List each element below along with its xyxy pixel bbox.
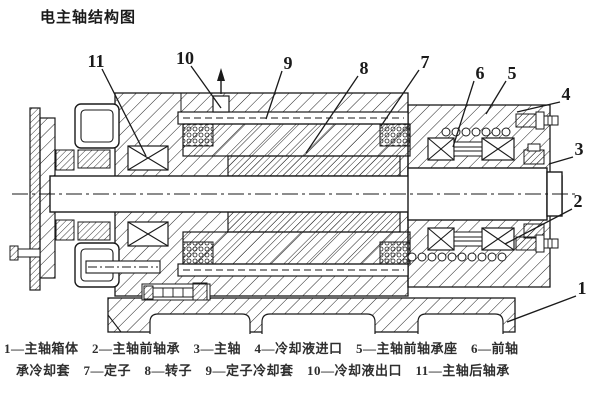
stator-winding bbox=[379, 123, 411, 147]
spacer-ring-lower bbox=[77, 221, 111, 241]
callout-number-11: 11 bbox=[87, 51, 104, 71]
callout-number-9: 9 bbox=[284, 53, 293, 73]
callout-leader-7 bbox=[380, 69, 420, 127]
callout-leader-4 bbox=[516, 101, 561, 113]
callout-number-2: 2 bbox=[574, 191, 583, 211]
base-foot-notch bbox=[417, 313, 504, 334]
callout-number-8: 8 bbox=[360, 58, 369, 78]
stator-winding bbox=[182, 241, 214, 265]
callout-number-7: 7 bbox=[421, 52, 430, 72]
callout-leader-8 bbox=[305, 75, 359, 154]
callout-number-1: 1 bbox=[578, 278, 587, 298]
coolant-inlet-fitting bbox=[515, 111, 559, 130]
locknut-lower bbox=[55, 219, 75, 241]
rear-cover-upper-inner bbox=[80, 109, 114, 143]
callout-number-6: 6 bbox=[476, 63, 485, 83]
bearing-cooling-coils bbox=[407, 127, 511, 262]
end-plate-section bbox=[29, 107, 41, 291]
callout-number-10: 10 bbox=[176, 48, 194, 68]
legend-line-1: 1—主轴箱体 2—主轴前轴承 3—主轴 4—冷却液进口 5—主轴前轴承座 6—前… bbox=[4, 341, 519, 356]
drawbar-bolt bbox=[141, 282, 211, 301]
callout-leader-5 bbox=[485, 80, 507, 115]
base-foot-notch bbox=[261, 313, 376, 334]
left-bolt-head bbox=[9, 245, 19, 261]
callout-leader-10 bbox=[190, 65, 222, 109]
callout-leader-9 bbox=[265, 70, 283, 120]
callout-layer: 11 10 9 8 7 6 5 4 3 2 1 bbox=[87, 48, 587, 323]
callout-leader-11 bbox=[101, 68, 147, 157]
bearing-spacer bbox=[453, 141, 483, 157]
flow-arrow-head bbox=[217, 68, 225, 81]
callout-number-4: 4 bbox=[562, 84, 571, 104]
right-lower-fitting bbox=[515, 234, 559, 253]
front-bearing bbox=[427, 137, 515, 251]
stator-winding bbox=[182, 123, 214, 147]
rear-bearing bbox=[127, 145, 169, 247]
callout-number-3: 3 bbox=[575, 139, 584, 159]
stator-section bbox=[182, 123, 411, 265]
coolant-outlet-fitting bbox=[212, 68, 230, 113]
stator-cooling-sleeve bbox=[177, 111, 409, 277]
callout-leader-1 bbox=[506, 295, 577, 323]
legend-line-2: 承冷却套 7—定子 8—转子 9—定子冷却套 10—冷却液出口 11—主轴后轴承 bbox=[16, 363, 510, 378]
machine-base bbox=[107, 297, 516, 334]
left-bolt-shank bbox=[17, 248, 41, 258]
stator-winding bbox=[379, 241, 411, 265]
callout-leader-2 bbox=[504, 208, 573, 245]
callout-leader-6 bbox=[452, 80, 475, 148]
left-end-cap-assembly bbox=[9, 103, 120, 291]
diagram-title: 电主轴结构图 bbox=[40, 9, 137, 26]
base-foot-notch bbox=[149, 313, 251, 334]
callout-number-5: 5 bbox=[508, 63, 517, 83]
lower-left-rod bbox=[85, 260, 161, 274]
bearing-spacer bbox=[453, 231, 483, 247]
locknut-upper bbox=[55, 149, 75, 171]
callout-leader-3 bbox=[548, 156, 574, 165]
base-chamfer-line bbox=[107, 314, 122, 333]
spacer-ring-upper bbox=[77, 149, 111, 169]
